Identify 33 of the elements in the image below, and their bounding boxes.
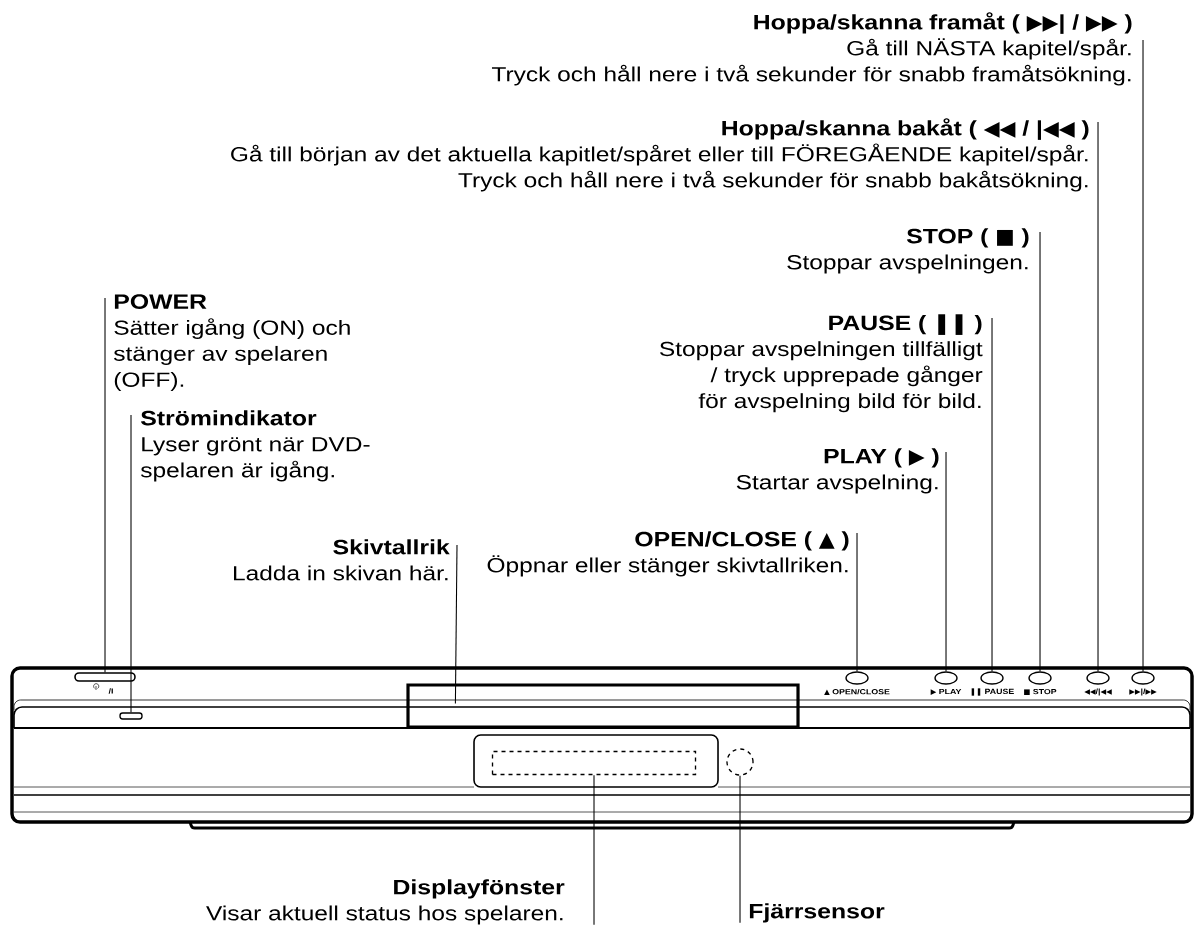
leader-line (1097, 121, 1099, 672)
indicator-light (119, 712, 143, 720)
leader-line (945, 451, 947, 672)
leader-line (454, 544, 458, 704)
callout-text: Skivtallrik Ladda in skivan här. (234, 539, 450, 581)
button (934, 671, 958, 685)
button (1131, 671, 1155, 685)
sensor-circle (726, 748, 754, 776)
callout-text: POWER Sätter igång (ON) och stänger av spelaren (OFF). (113, 294, 350, 391)
leader-line (104, 297, 106, 673)
leader-line (991, 317, 993, 672)
callout-text: Fjärrsensor (749, 903, 885, 923)
button (845, 671, 869, 685)
leader-line (130, 414, 132, 713)
button (1086, 671, 1110, 685)
leader-line (1039, 231, 1041, 672)
button (1028, 671, 1052, 685)
callout-text: OPEN/CLOSE ( ▲ ) Öppnar eller stänger skivtallriken. (487, 531, 849, 577)
callout-text: Hoppa/skanna framåt ( ▶▶| / ▶▶ ) Gå till NÄSTA kapitel/spår. Tryck och håll nere i två sekunder för snabb framåtsökning. (492, 12, 1132, 86)
power-button (74, 672, 136, 682)
callout-text: STOP ( ■ ) Stoppar avspelningen. (787, 228, 1029, 274)
callout-text: Displayfönster Visar aktuell status hos spelaren. (206, 879, 565, 925)
disc-tray (406, 683, 800, 729)
callout-text: PAUSE ( ❚❚ ) Stoppar avspelningen tillfälligt / tryck upprepade gånger för avspelning bild för bild. (659, 314, 983, 413)
callout-text: PLAY ( ▶ ) Startar avspelning. (736, 448, 939, 494)
leader-line (739, 775, 741, 924)
display-area (491, 750, 697, 776)
leader-line (856, 532, 858, 672)
leader-line (1142, 39, 1144, 672)
callout-text: Strömindikator Lyser grönt när DVD-spelaren är igång. (140, 410, 370, 482)
button (980, 671, 1004, 685)
callout-text: Hoppa/skanna bakåt ( ◀◀ / |◀◀ ) Gå till början av det aktuella kapitlet/spåret eller till FÖREGÅENDE kapitel/spår. Tryck och håll nere i två sekunder för snabb bakåtsökning. (231, 118, 1089, 192)
leader-line (593, 774, 595, 926)
